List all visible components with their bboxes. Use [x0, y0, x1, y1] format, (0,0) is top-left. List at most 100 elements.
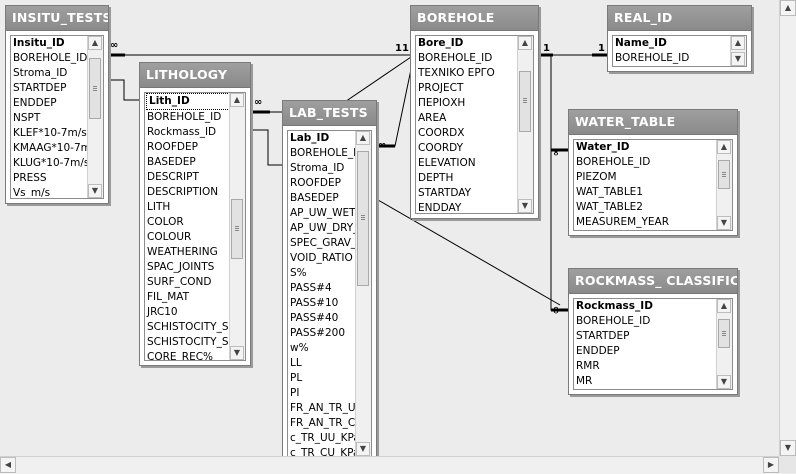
- field-item[interactable]: MR: [576, 375, 593, 387]
- field-item[interactable]: ENDDEP: [13, 97, 57, 109]
- scroll-right-button[interactable]: ▶: [763, 457, 779, 473]
- field-list-scrollbar[interactable]: ▲▼: [229, 93, 245, 360]
- field-item[interactable]: KLUG*10-7m/s: [13, 157, 88, 169]
- scroll-thumb[interactable]: [718, 319, 730, 349]
- scroll-up-icon[interactable]: ▲: [717, 299, 731, 313]
- scroll-up-icon[interactable]: ▲: [717, 140, 731, 154]
- field-item[interactable]: PI: [290, 387, 300, 399]
- scroll-thumb[interactable]: [519, 71, 531, 132]
- relationship-lab-borehole[interactable]: [378, 54, 415, 147]
- field-item[interactable]: DEPTH: [418, 172, 454, 184]
- field-item[interactable]: BOREHOLE_ID: [615, 52, 690, 64]
- field-item[interactable]: ENDDAY: [418, 202, 462, 213]
- field-item[interactable]: Insitu_ID: [13, 37, 65, 49]
- field-item[interactable]: LITH: [147, 201, 171, 213]
- field-item[interactable]: PRESS: [13, 172, 47, 184]
- field-item[interactable]: FIL_MAT: [147, 291, 190, 303]
- scroll-down-icon[interactable]: ▼: [88, 184, 102, 198]
- field-item[interactable]: WAT_TABLE1: [576, 186, 643, 198]
- table-title-bar[interactable]: LAB_TESTS: [283, 101, 376, 126]
- field-item[interactable]: COORDY: [418, 142, 464, 154]
- field-item[interactable]: PASS#10: [290, 297, 339, 309]
- scroll-up-button[interactable]: ▲: [780, 0, 796, 16]
- field-item[interactable]: CORE_REC%: [147, 351, 214, 360]
- field-item[interactable]: ELEVATION: [418, 157, 476, 169]
- scroll-up-icon[interactable]: ▲: [230, 93, 244, 107]
- field-item[interactable]: AP_UW_WET_KN: [290, 207, 356, 219]
- field-item[interactable]: BOREHOLE_ID: [576, 315, 651, 327]
- field-item[interactable]: Stroma_ID: [290, 162, 345, 174]
- field-item[interactable]: STARTDAY: [418, 187, 472, 199]
- field-item[interactable]: c_TR_UU_KPa: [290, 432, 356, 444]
- scroll-thumb[interactable]: [357, 150, 369, 286]
- canvas-vertical-scrollbar[interactable]: ▲ ▼: [779, 0, 796, 456]
- field-item[interactable]: RMR: [576, 360, 600, 372]
- field-item[interactable]: ROOFDEP: [147, 141, 198, 153]
- field-item[interactable]: PASS#200: [290, 327, 346, 339]
- field-item[interactable]: Lith_ID: [146, 93, 230, 110]
- field-item[interactable]: AP_UW_DRY_KN: [290, 222, 356, 234]
- field-item[interactable]: STARTDEP: [13, 82, 67, 94]
- field-item[interactable]: SPEC_GRAV_KN: [290, 237, 356, 249]
- field-item[interactable]: ENDDEP: [576, 345, 620, 357]
- relationship-lab-lith[interactable]: [252, 129, 286, 166]
- scroll-down-button[interactable]: ▼: [780, 440, 796, 456]
- field-item[interactable]: Rockmass_ID: [576, 300, 653, 312]
- field-item[interactable]: JRC10: [147, 306, 178, 318]
- field-list-scrollbar[interactable]: ▲▼: [730, 36, 746, 66]
- field-list-scrollbar[interactable]: ▲▼: [716, 299, 732, 389]
- scroll-down-icon[interactable]: ▼: [356, 442, 370, 456]
- field-item[interactable]: AREA: [418, 112, 447, 124]
- field-item[interactable]: ΤΕΧΝΙΚΟ ΕΡΓΟ: [418, 67, 495, 79]
- field-item[interactable]: SCHISTOCITY_SURF: [147, 321, 230, 333]
- field-item[interactable]: ROOFDEP: [290, 177, 341, 189]
- field-item[interactable]: Water_ID: [576, 141, 630, 153]
- field-item[interactable]: BOREHOLE_ID: [147, 111, 222, 123]
- field-list-scrollbar[interactable]: ▲▼: [355, 131, 371, 456]
- table-title-bar[interactable]: REAL_ID: [608, 6, 751, 31]
- field-item[interactable]: FR_AN_TR_CU: [290, 417, 356, 429]
- scroll-left-button[interactable]: ◀: [0, 457, 16, 473]
- field-list-scrollbar[interactable]: ▲▼: [716, 140, 732, 230]
- table-title-bar[interactable]: BOREHOLE: [411, 6, 538, 31]
- table-title-bar[interactable]: LITHOLOGY: [140, 63, 250, 88]
- field-item[interactable]: BOREHOLE_ID: [418, 52, 493, 64]
- field-item[interactable]: WAT_TABLE2: [576, 201, 643, 213]
- scroll-up-icon[interactable]: ▲: [518, 36, 532, 50]
- relationship-lab-rockmass[interactable]: [377, 199, 561, 306]
- field-item[interactable]: SPAC_JOINTS: [147, 261, 215, 273]
- field-item[interactable]: BASEDEP: [147, 156, 196, 168]
- field-item[interactable]: KLEF*10-7m/s: [13, 127, 87, 139]
- table-title-bar[interactable]: ROCKMASS_ CLASSIFIC...: [569, 269, 737, 294]
- field-item[interactable]: KMAAG*10-7m/s: [13, 142, 88, 154]
- scroll-down-icon[interactable]: ▼: [518, 199, 532, 213]
- field-item[interactable]: PL: [290, 372, 303, 384]
- field-item[interactable]: ΠΕΡΙΟΧΗ: [418, 97, 466, 109]
- scroll-up-icon[interactable]: ▲: [88, 36, 102, 50]
- field-item[interactable]: Lab_ID: [290, 132, 330, 144]
- field-item[interactable]: COLOUR: [147, 231, 192, 243]
- field-item[interactable]: Stroma_ID: [13, 67, 68, 79]
- field-item[interactable]: c_TR_CU_KPa: [290, 447, 356, 456]
- field-item[interactable]: FR_AN_TR_UU: [290, 402, 356, 414]
- relationship-lith-link[interactable]: [108, 79, 143, 101]
- scroll-up-icon[interactable]: ▲: [731, 36, 745, 50]
- scroll-down-icon[interactable]: ▼: [230, 346, 244, 360]
- field-item[interactable]: SCHISTOCITY_SUB: [147, 336, 230, 348]
- field-item[interactable]: PIEZOM: [576, 171, 617, 183]
- canvas-horizontal-scrollbar[interactable]: ◀ ▶: [0, 456, 779, 474]
- table-lab[interactable]: LAB_TESTSLab_IDBOREHOLE_IDStroma_IDROOFD…: [282, 100, 377, 456]
- field-item[interactable]: BASEDEP: [290, 192, 339, 204]
- table-title-bar[interactable]: INSITU_TESTS: [6, 6, 108, 31]
- scroll-thumb[interactable]: [231, 198, 243, 259]
- field-item[interactable]: Rockmass_ID: [147, 126, 217, 138]
